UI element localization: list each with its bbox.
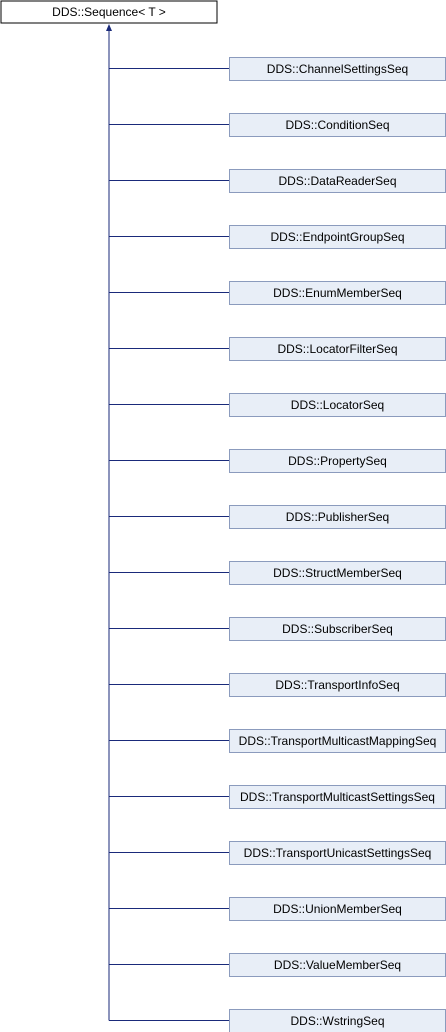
derived-class-label: DDS::TransportMulticastMappingSeq xyxy=(239,734,437,748)
derived-class-node[interactable]: DDS::UnionMemberSeq xyxy=(229,897,446,921)
derived-class-label: DDS::TransportMulticastSettingsSeq xyxy=(240,790,435,804)
derived-class-label: DDS::EnumMemberSeq xyxy=(273,286,402,300)
derived-class-label: DDS::TransportUnicastSettingsSeq xyxy=(244,846,432,860)
derived-class-node[interactable]: DDS::PublisherSeq xyxy=(229,505,446,529)
derived-class-node[interactable]: DDS::ChannelSettingsSeq xyxy=(229,57,446,81)
derived-class-label: DDS::PublisherSeq xyxy=(286,510,389,524)
derived-class-label: DDS::WstringSeq xyxy=(290,1014,384,1028)
derived-class-node[interactable]: DDS::ValueMemberSeq xyxy=(229,953,446,977)
derived-class-label: DDS::LocatorFilterSeq xyxy=(277,342,397,356)
derived-class-node[interactable]: DDS::TransportMulticastMappingSeq xyxy=(229,729,446,753)
derived-class-node[interactable]: DDS::TransportInfoSeq xyxy=(229,673,446,697)
base-class-label: DDS::Sequence< T > xyxy=(52,5,166,19)
base-class-box xyxy=(0,0,218,24)
derived-class-node[interactable]: DDS::DataReaderSeq xyxy=(229,169,446,193)
derived-class-node[interactable]: DDS::EnumMemberSeq xyxy=(229,281,446,305)
derived-class-node[interactable]: DDS::StructMemberSeq xyxy=(229,561,446,585)
derived-class-label: DDS::SubscriberSeq xyxy=(282,622,393,636)
derived-class-label: DDS::ValueMemberSeq xyxy=(274,958,401,972)
derived-class-node[interactable]: DDS::TransportUnicastSettingsSeq xyxy=(229,841,446,865)
derived-class-label: DDS::UnionMemberSeq xyxy=(273,902,402,916)
derived-class-node[interactable]: DDS::LocatorFilterSeq xyxy=(229,337,446,361)
derived-classes: DDS::ChannelSettingsSeqDDS::ConditionSeq… xyxy=(229,57,446,1032)
derived-class-label: DDS::ChannelSettingsSeq xyxy=(267,62,408,76)
derived-class-label: DDS::StructMemberSeq xyxy=(273,566,402,580)
derived-class-node[interactable]: DDS::PropertySeq xyxy=(229,449,446,473)
base-class-node[interactable]: DDS::Sequence< T > xyxy=(0,0,218,24)
derived-class-node[interactable]: DDS::EndpointGroupSeq xyxy=(229,225,446,249)
inheritance-arrowhead xyxy=(106,24,112,31)
derived-class-label: DDS::PropertySeq xyxy=(288,454,387,468)
derived-class-node[interactable]: DDS::ConditionSeq xyxy=(229,113,446,137)
derived-class-node[interactable]: DDS::LocatorSeq xyxy=(229,393,446,417)
derived-class-label: DDS::LocatorSeq xyxy=(291,398,384,412)
inheritance-edges xyxy=(106,24,229,1021)
derived-class-label: DDS::DataReaderSeq xyxy=(278,174,396,188)
derived-class-node[interactable]: DDS::TransportMulticastSettingsSeq xyxy=(229,785,446,809)
derived-class-label: DDS::TransportInfoSeq xyxy=(275,678,399,692)
derived-class-label: DDS::EndpointGroupSeq xyxy=(270,230,404,244)
derived-class-node[interactable]: DDS::SubscriberSeq xyxy=(229,617,446,641)
derived-class-label: DDS::ConditionSeq xyxy=(285,118,389,132)
derived-class-node[interactable]: DDS::WstringSeq xyxy=(229,1009,446,1032)
